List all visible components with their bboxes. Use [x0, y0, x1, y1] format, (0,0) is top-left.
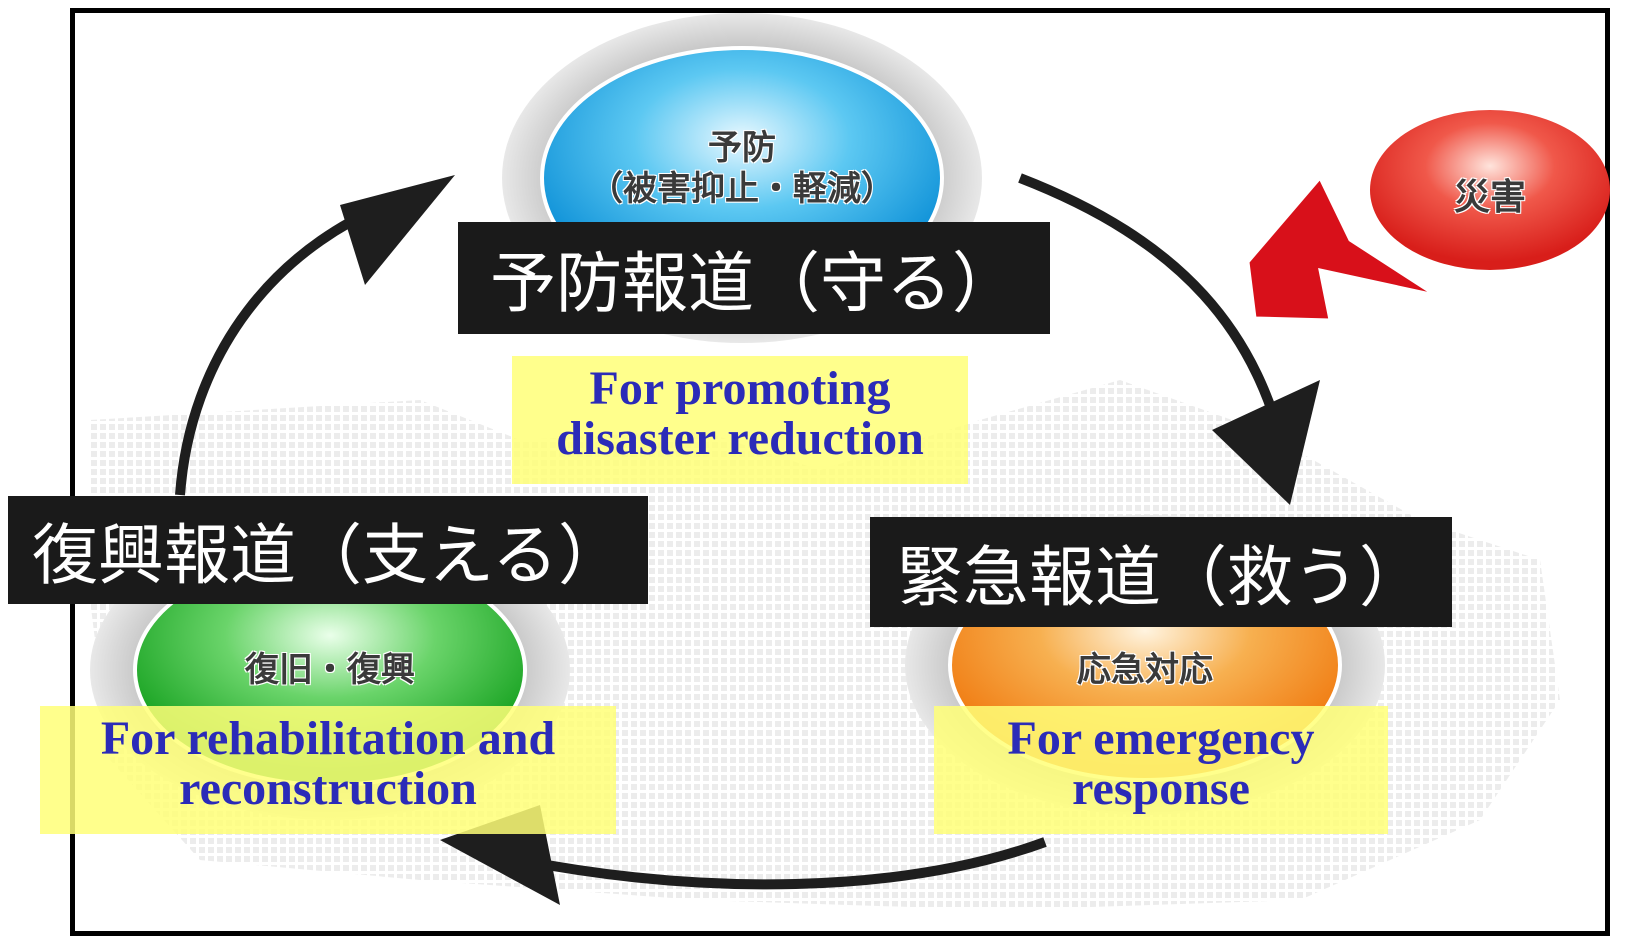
recovery-english-line2: reconstruction: [179, 762, 477, 816]
recovery-english-line1: For rehabilitation and: [100, 712, 556, 765]
prevention-circle-label: 予防 （被害抑止・軽減）: [542, 128, 942, 210]
prevention-english-line2: disaster reduction: [556, 412, 924, 466]
recovery-english-box: For rehabilitation and reconstruction: [40, 706, 616, 834]
arrow-head-response: [1212, 380, 1320, 505]
arrow-response-to-recovery: [519, 837, 1047, 890]
response-english-line1: For emergency: [1007, 712, 1315, 765]
prevention-english-line1: For promoting: [589, 362, 891, 415]
prevention-label-line2: （被害抑止・軽減）: [589, 168, 895, 209]
prevention-english-box: For promoting disaster reduction: [512, 356, 968, 484]
response-english-box: For emergency response: [934, 706, 1388, 834]
disaster-arrow: [1246, 175, 1436, 322]
arrow-head-prevention: [340, 175, 455, 285]
response-english-line2: response: [1072, 762, 1250, 816]
response-circle-label: 応急対応: [1077, 650, 1213, 690]
disaster-circle-label: 災害: [1453, 177, 1526, 218]
response-report-label: 緊急報道（救う）: [870, 517, 1452, 627]
recovery-report-label: 復興報道（支える）: [8, 496, 648, 604]
disaster-circle: [1370, 110, 1610, 270]
recovery-circle-label: 復旧・復興: [245, 650, 415, 690]
prevention-report-label: 予防報道（守る）: [458, 222, 1050, 334]
prevention-label-line1: 予防: [708, 128, 776, 168]
